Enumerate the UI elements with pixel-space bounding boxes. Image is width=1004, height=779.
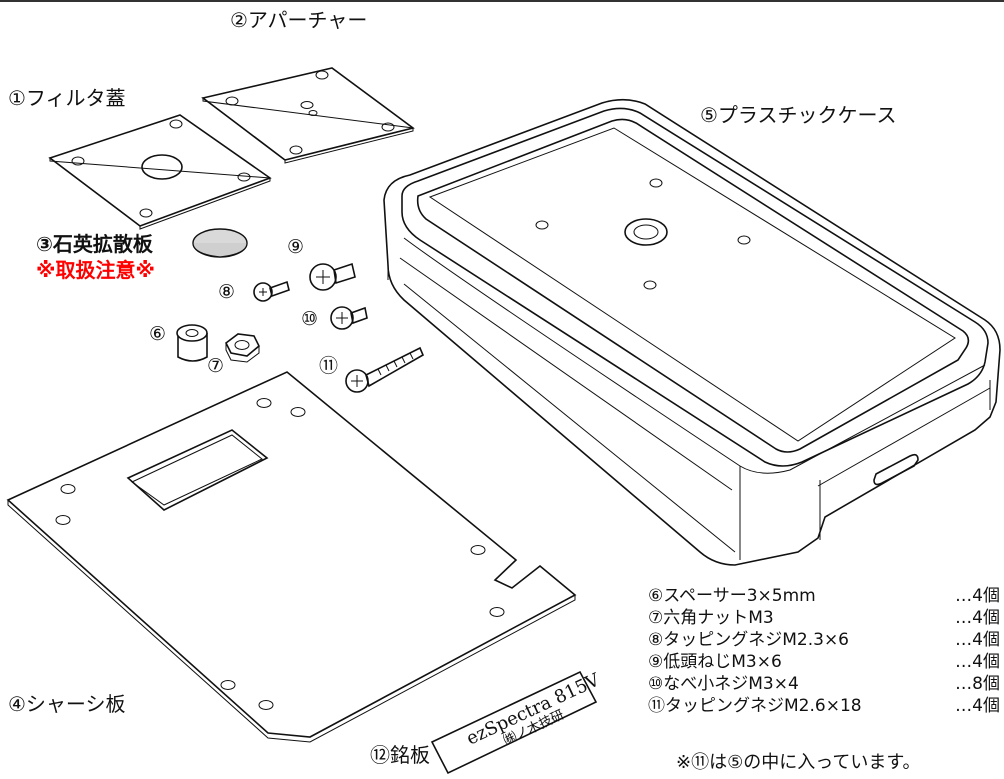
part-name: ⑦六角ナットM3	[648, 608, 774, 628]
callout-9: ⑨	[287, 236, 305, 258]
parts-list-item: ⑩なべ小ネジM3×4 …8個	[648, 673, 1000, 695]
part-qty: …8個	[955, 674, 1000, 694]
nameplate: ezSpectra 815V ㈱ノ木技研	[430, 669, 604, 775]
part-qty: …4個	[955, 586, 1000, 606]
tapping-screw-m2-6	[345, 346, 425, 393]
part-qty: …4個	[955, 696, 1000, 716]
low-head-screw-m3	[309, 262, 356, 291]
handle-warning-label: ※取扱注意※	[36, 258, 155, 282]
callout-10: ⑩	[301, 308, 319, 330]
nameplate-label: ⑫銘板	[370, 743, 430, 767]
callout-6: ⑥	[149, 323, 167, 345]
plastic-case	[383, 98, 1001, 566]
filter-cover-plate	[48, 114, 272, 230]
part-name: ⑧タッピングネジM2.3×6	[648, 630, 850, 650]
callout-7: ⑦	[207, 355, 225, 377]
callout-11: ⑪	[319, 355, 339, 377]
spacer	[176, 324, 208, 362]
nameplate-product-text: ezSpectra 815V	[463, 669, 604, 749]
part-name: ⑥スペーサー3×5mm	[648, 586, 816, 606]
chassis-plate	[6, 371, 577, 743]
parts-list-item: ⑪タッピングネジM2.6×18 …4個	[648, 695, 1000, 717]
parts-list-item: ⑥スペーサー3×5mm …4個	[648, 585, 1000, 607]
aperture-plate	[201, 67, 415, 164]
part-name: ⑨低頭ねじM3×6	[648, 652, 782, 672]
storage-note: ※⑪は⑤の中に入っています。	[676, 752, 921, 773]
part-qty: …4個	[955, 608, 1000, 628]
part-name: ⑩なべ小ネジM3×4	[648, 674, 799, 694]
parts-list-item: ⑨低頭ねじM3×6 …4個	[648, 651, 1000, 673]
quartz-diffuser-disk	[192, 228, 248, 258]
parts-list-item: ⑧タッピングネジM2.3×6 …4個	[648, 629, 1000, 651]
part-name: ⑪タッピングネジM2.6×18	[648, 696, 862, 716]
parts-list: ⑥スペーサー3×5mm …4個 ⑦六角ナットM3 …4個 ⑧タッピングネジM2.…	[648, 585, 1000, 717]
part-qty: …4個	[955, 652, 1000, 672]
aperture-label: ②アパーチャー	[230, 8, 368, 32]
quartz-diffuser-label: ③石英拡散板	[36, 232, 153, 256]
parts-list-item: ⑦六角ナットM3 …4個	[648, 607, 1000, 629]
pan-screw-m3	[330, 306, 368, 330]
hex-nut	[224, 333, 260, 363]
part-qty: …4個	[955, 630, 1000, 650]
tapping-screw-m2-3	[253, 280, 290, 302]
chassis-plate-label: ④シャーシ板	[8, 692, 126, 716]
callout-8: ⑧	[218, 281, 236, 303]
filter-cover-label: ①フィルタ蓋	[8, 86, 126, 110]
plastic-case-label: ⑤プラスチックケース	[700, 103, 897, 127]
